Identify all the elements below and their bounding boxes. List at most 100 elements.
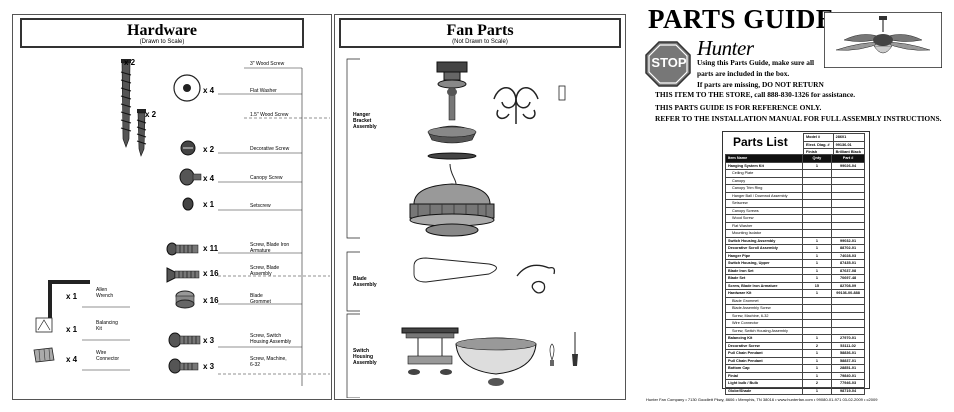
instruction-line-6: REFER TO THE INSTALLATION MANUAL FOR FUL…: [655, 114, 942, 123]
cell-part-number: 79840-01: [831, 371, 865, 380]
table-row: Flat Washer: [725, 221, 865, 230]
balancing-kit-icon: [35, 317, 53, 333]
decorative-scroll-icon: [493, 87, 539, 124]
ceiling-fan-photo: [824, 12, 942, 68]
footer-text: Hunter Fan Company • 7130 Goodlett Pkwy,…: [646, 397, 878, 402]
parts-list-header-row: Item Name Qnty Part #: [725, 154, 865, 163]
cell-qty: 1: [801, 251, 833, 260]
label-blade-iron-screw: Screw, Blade Iron Armature: [250, 242, 290, 254]
label-machine-screw: Screw, Machine, 6-32: [250, 356, 287, 368]
cell-qty: [801, 296, 833, 305]
light-bulb-icon: [549, 343, 555, 366]
qty-balancing-kit: x 1: [66, 325, 78, 334]
label-blade-assembly-screw: Screw, Blade Assembly: [250, 265, 280, 277]
table-row: Screw, Machine, 6-32: [725, 311, 865, 320]
table-row: Blade Grommet: [725, 296, 865, 305]
cell-qty: [801, 191, 833, 200]
cell-part-number: 99136-00-888: [831, 289, 865, 298]
cell-qty: 15: [801, 281, 833, 290]
cell-item-name: Switch Housing Assembly: [725, 236, 803, 245]
brand-logo: Hunter: [697, 36, 754, 60]
cell-item-name: Screw, Switch Housing Assembly: [725, 326, 803, 335]
parts-list-meta: Model #28601 Elect. Diag. #99136-01 Fini…: [803, 133, 866, 157]
blade-icon: [413, 257, 497, 283]
cell-part-number: [831, 169, 865, 178]
instruction-line-3: If parts are missing, DO NOT RETURN: [697, 80, 824, 89]
pull-chain-icon: [572, 332, 578, 366]
parts-list-title: Parts List: [733, 135, 788, 149]
stop-sign-text: STOP: [651, 55, 687, 70]
cell-item-name: Screw, Machine, 6-32: [725, 311, 803, 320]
cell-item-name: Pull Chain Pendant: [725, 356, 803, 365]
meta-key: Model #: [803, 133, 834, 142]
cell-part-number: [831, 221, 865, 230]
label-wood-screw-15in: 1.5" Wood Screw: [250, 112, 289, 118]
cell-item-name: Finial: [725, 371, 803, 380]
cell-item-name: Blade Iron Set: [725, 266, 803, 275]
cell-part-number: [831, 184, 865, 193]
hardware-illustrations: [33, 59, 330, 386]
allen-wrench-icon: [48, 280, 90, 319]
fan-parts-title: Fan Parts: [446, 22, 514, 39]
qty-blade-assembly-screw: x 16: [203, 269, 219, 278]
setscrew-icon: [182, 197, 194, 211]
parts-guide-title: PARTS GUIDE: [648, 4, 835, 34]
wood-screw-3in-icon: [120, 59, 132, 148]
cell-part-number: [831, 326, 865, 335]
qty-switch-housing-screw: x 3: [203, 336, 215, 345]
cell-qty: [801, 184, 833, 193]
cell-item-name: Light bulb / Bulb: [725, 379, 803, 388]
cell-qty: 1: [801, 334, 833, 343]
cell-part-number: [831, 229, 865, 238]
ceiling-plate-icon: [436, 61, 468, 89]
cell-part-number: 82708-09: [831, 281, 865, 290]
cell-qty: [801, 214, 833, 223]
cell-item-name: Hanger Pipe: [725, 251, 803, 260]
section-switch-housing: Switch Housing Assembly: [353, 348, 377, 366]
flat-washer-icon: [173, 74, 201, 102]
table-row: Screw, Switch Housing Assembly: [725, 326, 865, 335]
machine-screw-icon: [168, 358, 199, 374]
cell-qty: 1: [801, 364, 833, 373]
cell-part-number: 87435-01: [831, 259, 865, 268]
cell-qty: 1: [801, 349, 833, 358]
qty-allen-wrench: x 1: [66, 292, 78, 301]
cell-qty: [801, 311, 833, 320]
instruction-line-4: THIS ITEM TO THE STORE, call 888-830-132…: [655, 90, 856, 99]
cell-item-name: Balancing Kit: [725, 334, 803, 343]
cell-item-name: Hanging System Kit: [725, 161, 803, 170]
cell-item-name: Hanger Ball / Downrod Assembly: [725, 191, 803, 200]
cell-part-number: 70697-48: [831, 274, 865, 283]
header-qty: Qnty: [801, 154, 833, 163]
setscrew-pin-icon: [558, 85, 566, 101]
cell-part-number: [831, 199, 865, 208]
qty-wood-screw-3in: x 2: [124, 58, 136, 67]
cell-qty: [801, 206, 833, 215]
cell-qty: 1: [801, 244, 833, 253]
hardware-subtitle: (Drawn to Scale): [139, 39, 185, 45]
cell-item-name: Decorative Screw: [725, 341, 803, 350]
table-row: Canopy Screws: [725, 206, 865, 215]
wire-connector-icon: [33, 347, 55, 363]
label-switch-housing-screw: Screw, Switch Housing Assembly: [250, 333, 292, 345]
cell-part-number: [831, 319, 865, 328]
label-wood-screw-3in: 3" Wood Screw: [250, 61, 285, 67]
instruction-line-2: parts are included in the box.: [697, 69, 790, 78]
cell-qty: [801, 319, 833, 328]
qty-machine-screw: x 3: [203, 362, 215, 371]
cell-part-number: 58837-01: [831, 356, 865, 365]
qty-canopy-screw: x 4: [203, 174, 215, 183]
cell-qty: 1: [801, 289, 833, 298]
section-brackets: [346, 58, 360, 398]
cell-qty: [801, 221, 833, 230]
table-row: Mounting Isolator: [725, 229, 865, 238]
cell-qty: 1: [801, 161, 833, 170]
qty-decorative-screw: x 2: [203, 145, 215, 154]
